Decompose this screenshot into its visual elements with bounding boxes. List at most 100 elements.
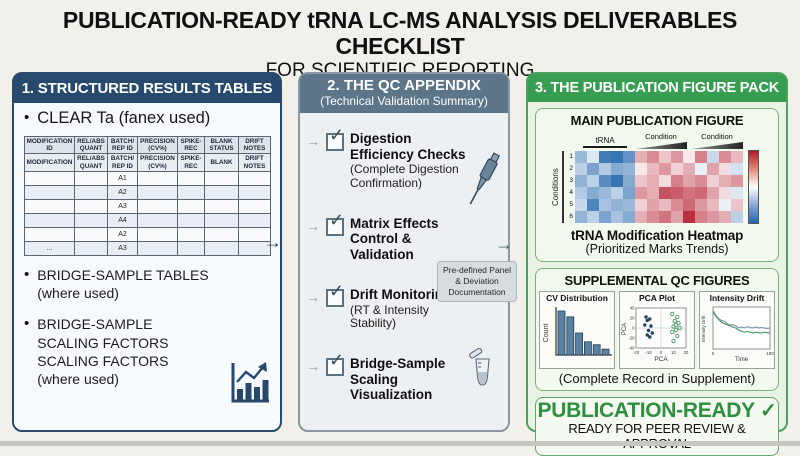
heatmap-cell bbox=[695, 151, 707, 163]
heatmap-cell bbox=[695, 175, 707, 187]
heatmap-cell bbox=[635, 151, 647, 163]
trna-group-label: tRNA bbox=[583, 136, 627, 148]
heatmap-cell bbox=[599, 199, 611, 211]
heatmap-row-axis-label: Conditions bbox=[551, 168, 560, 206]
heatmap-cell bbox=[719, 175, 731, 187]
table-cell bbox=[137, 198, 178, 214]
heatmap-cell bbox=[683, 163, 695, 175]
svg-text:0: 0 bbox=[660, 350, 663, 355]
heatmap-cell bbox=[635, 187, 647, 199]
table-row: A2 bbox=[24, 184, 271, 200]
bullet-dot: • bbox=[24, 109, 30, 126]
table-cell bbox=[238, 184, 271, 200]
heatmap-cell bbox=[731, 151, 743, 163]
heatmap-cell bbox=[731, 187, 743, 199]
heatmap-cell bbox=[647, 211, 659, 223]
heatmap-row-label: 6 bbox=[569, 213, 573, 220]
qc-item-text: Digestion Efficiency Checks(Complete Dig… bbox=[350, 131, 472, 191]
heatmap-cell bbox=[719, 163, 731, 175]
heatmap-cell bbox=[707, 211, 719, 223]
qc-item-text: Matrix Effects Control & Validation bbox=[350, 216, 472, 263]
heatmap-cell bbox=[671, 175, 683, 187]
peer-review-label: READY FOR PEER REVIEW & APPROVAL bbox=[568, 421, 746, 451]
heatmap-cell bbox=[575, 175, 587, 187]
heatmap-cell bbox=[635, 199, 647, 211]
heatmap-colorbar bbox=[748, 150, 759, 224]
table-row: A3 bbox=[24, 198, 271, 214]
heatmap-row-label: 2 bbox=[569, 165, 573, 172]
flow-arrow-2-3-icon: → bbox=[495, 234, 513, 254]
heatmap-caption-sub: (Prioritized Marks Trends) bbox=[585, 242, 729, 256]
group-condition-2: Condition bbox=[689, 132, 745, 150]
table-cell bbox=[238, 226, 271, 242]
table-row: A1 bbox=[24, 170, 271, 186]
heatmap-cell bbox=[695, 199, 707, 211]
panel3-header: 3. THE PUBLICATION FIGURE PACK bbox=[528, 74, 786, 102]
svg-text:20: 20 bbox=[684, 350, 689, 355]
heatmap-cell bbox=[671, 187, 683, 199]
arrow-right-icon: → bbox=[306, 289, 320, 306]
flow-arrow-1-2-icon: → bbox=[264, 232, 282, 252]
main-figure-title: MAIN PUBLICATION FIGURE bbox=[570, 113, 744, 128]
svg-text:-20: -20 bbox=[633, 350, 640, 355]
table-cell bbox=[204, 170, 239, 186]
condition-group-label-1: Condition bbox=[645, 132, 677, 141]
table-row: A2 bbox=[24, 226, 271, 242]
heatmap-cell bbox=[707, 163, 719, 175]
heatmap-cell bbox=[683, 211, 695, 223]
qc-item-title: Matrix Effects Control & Validation bbox=[350, 215, 439, 262]
heatmap-cell bbox=[599, 175, 611, 187]
microtube-icon bbox=[468, 347, 496, 399]
table-cell: A2 bbox=[107, 226, 138, 242]
heatmap-cell bbox=[707, 199, 719, 211]
heatmap-row-label: 3 bbox=[569, 177, 573, 184]
qc-checklist-item: →✓Drift Monitoring(RT & Intensity Stabil… bbox=[306, 282, 502, 331]
heatmap-cell bbox=[623, 187, 635, 199]
heatmap-cell bbox=[707, 175, 719, 187]
table-header-cell: SPIKE-REC bbox=[177, 135, 205, 155]
panel3-content: MAIN PUBLICATION FIGURE tRNA Condition C… bbox=[528, 102, 786, 456]
table-cell: A2 bbox=[107, 184, 138, 200]
table-cell bbox=[24, 184, 75, 200]
heatmap-cell bbox=[719, 151, 731, 163]
arrow-right-icon: → bbox=[306, 217, 320, 234]
table-cell bbox=[238, 170, 271, 186]
svg-text:0: 0 bbox=[632, 325, 635, 330]
qc-item-title: Drift Monitoring bbox=[350, 287, 452, 303]
check-icon: ✓ bbox=[329, 209, 345, 230]
qc-checklist-item: →✓Bridge-Sample Scaling Visualization bbox=[306, 351, 502, 403]
table-header-cell: BATCH/ REP ID bbox=[107, 135, 138, 155]
heatmap-block: tRNA Condition Condition Conditions bbox=[551, 129, 763, 224]
svg-text:20: 20 bbox=[630, 315, 635, 320]
heatmap-cell bbox=[647, 187, 659, 199]
heatmap-cell bbox=[707, 151, 719, 163]
bullet-bridge-sample-tables-label: BRIDGE-SAMPLE TABLES (where used) bbox=[37, 266, 208, 302]
table-cell bbox=[137, 240, 178, 256]
heatmap-cell bbox=[647, 175, 659, 187]
check-icon: ✓ bbox=[329, 125, 345, 145]
heatmap-cell bbox=[695, 211, 707, 223]
checkbox-icon: ✓ bbox=[326, 351, 344, 377]
heatmap-cell bbox=[707, 187, 719, 199]
panel2-header: 2. THE QC APPENDIX (Technical Validation… bbox=[300, 74, 508, 113]
svg-text:10: 10 bbox=[671, 350, 676, 355]
side-note-box: Pre-defined Panel & Deviation Documentat… bbox=[437, 261, 517, 303]
heatmap-cell bbox=[671, 151, 683, 163]
heatmap-cell bbox=[635, 211, 647, 223]
heatmap-grid bbox=[575, 151, 743, 223]
table-cell bbox=[24, 170, 75, 186]
panel-qc-appendix: 2. THE QC APPENDIX (Technical Validation… bbox=[298, 72, 517, 432]
heatmap-cell bbox=[575, 187, 587, 199]
gradient-ramp-icon bbox=[691, 142, 743, 149]
heatmap-cell bbox=[587, 211, 599, 223]
bullet-bridge-sample-tables: • BRIDGE-SAMPLE TABLES (where used) bbox=[24, 266, 270, 302]
intensity-drift-box: Intensity Drift Intensity Drift 0 100 Ti… bbox=[699, 290, 775, 369]
heatmap-cell bbox=[719, 199, 731, 211]
check-icon: ✓ bbox=[760, 399, 777, 422]
heatmap-cell bbox=[611, 187, 623, 199]
table-cell bbox=[204, 226, 239, 242]
heatmap-cell bbox=[599, 187, 611, 199]
heatmap-cell bbox=[659, 187, 671, 199]
